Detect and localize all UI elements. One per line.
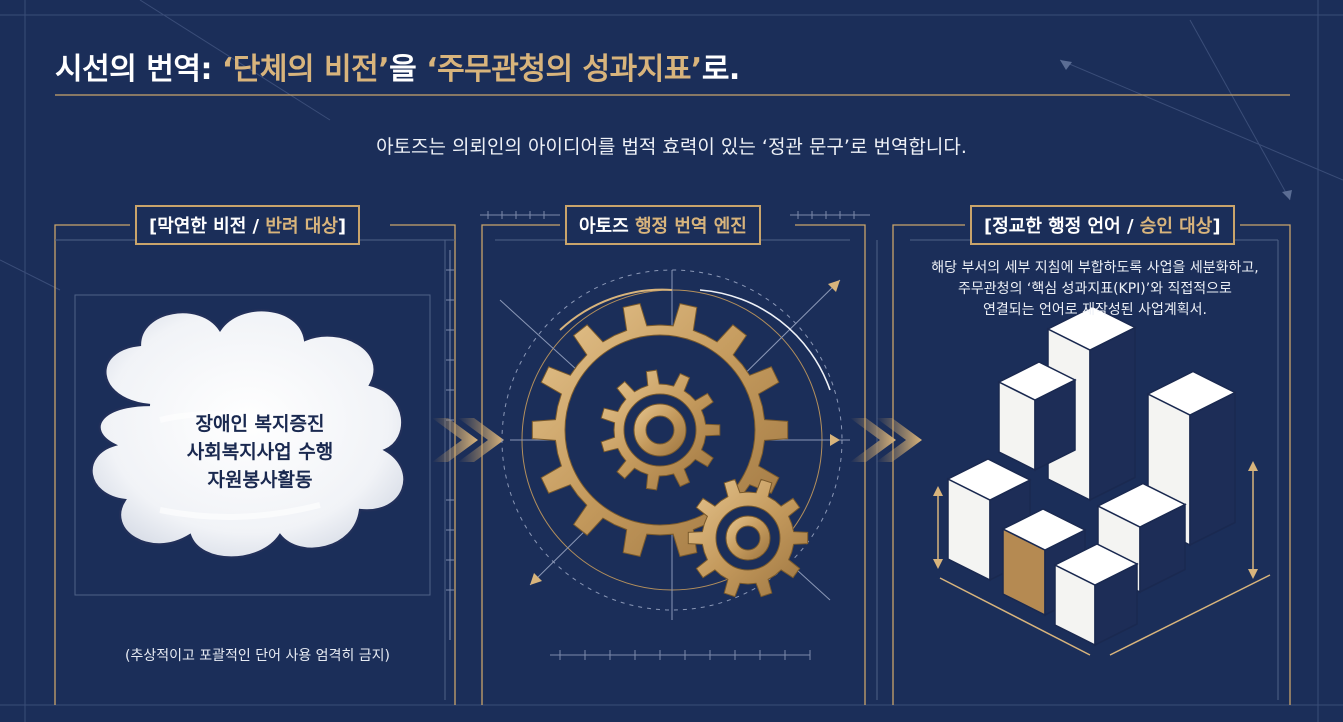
ruler-ticks (446, 211, 870, 660)
box-top-face (1146, 370, 1237, 416)
blueprint-arrowheads (1060, 60, 1292, 200)
gear-icon (600, 369, 721, 491)
right-panel-description: 해당 부서의 세부 지침에 부합하도록 사업을 세분화하고, 주무관청의 ‘핵심… (895, 258, 1295, 321)
rotation-arc (699, 289, 831, 391)
rotation-arc (559, 288, 673, 331)
page-title: 시선의 번역: ‘단체의 비전’을 ‘주무관청의 성과지표’로. (55, 52, 740, 87)
description-line: 주무관청의 ‘핵심 성과지표(KPI)’와 직접적으로 (958, 281, 1232, 297)
cloud-line: 장애인 복지증진 (195, 413, 325, 435)
box-top-face (1096, 482, 1187, 528)
panel-guides (55, 239, 1279, 700)
chevron-arrow-icon (432, 418, 504, 462)
box-top-face (1046, 305, 1137, 351)
description-line: 해당 부서의 세부 지침에 부합하도록 사업을 세분화하고, (931, 260, 1259, 276)
box-top-face (946, 458, 1032, 501)
cloud-line: 자원봉사활동 (207, 469, 313, 491)
cloud-icon (90, 309, 406, 559)
box-top-face (1001, 508, 1087, 551)
page-subtitle: 아토즈는 의뢰인의 아이디어를 법적 효력이 있는 ‘정관 문구’로 번역합니다… (376, 136, 967, 158)
cloud-text: 장애인 복지증진 사회복지사업 수행 자원봉사활동 (150, 410, 370, 494)
dimension-arrows (937, 465, 1271, 656)
panel-frames (54, 224, 1291, 705)
box-front-face (1089, 326, 1136, 502)
chevron-arrow-icon (850, 418, 922, 462)
left-panel-label: [막연한 비전 / 반려 대상] (135, 205, 361, 245)
gear-icon (687, 478, 809, 598)
gear-ring (645, 415, 675, 445)
description-line: 연결되는 언어로 재작성된 사업계획서. (983, 302, 1207, 318)
cloud-line: 사회복지사업 수행 (186, 441, 334, 463)
engine-arrowheads (530, 280, 840, 585)
box-top-face (997, 361, 1077, 401)
box-top-face (1053, 543, 1139, 586)
gear-ring (735, 525, 761, 551)
left-panel-note: (추상적이고 포괄적인 단어 사용 엄격히 금지) (124, 648, 390, 664)
dimension-arrowheads (933, 461, 1258, 579)
center-panel-label: 아토즈 행정 번역 엔진 (565, 205, 761, 245)
right-panel-label: [정교한 행정 언어 / 승인 대상] (970, 205, 1235, 245)
box-front-face (1189, 391, 1236, 547)
building-blocks-icon (946, 305, 1237, 647)
